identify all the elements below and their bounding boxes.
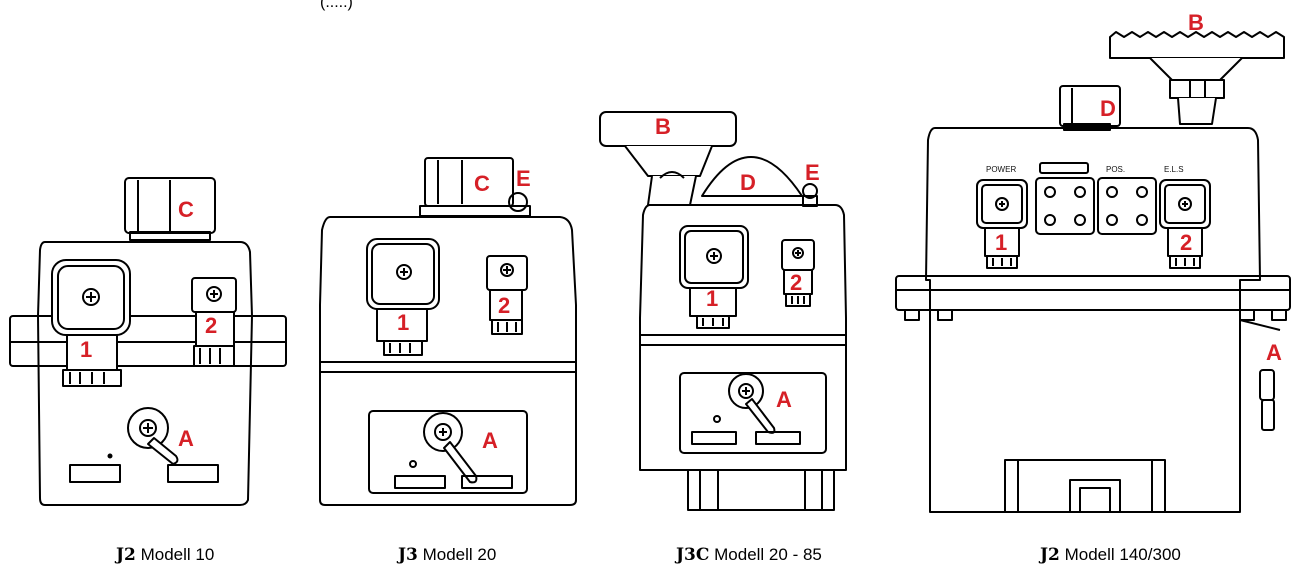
device-j3-modell-20: C E 2 1 A [319,157,577,506]
callout-1: 1 [80,337,92,362]
callout-d: D [1100,96,1116,121]
manual-override-lever [127,407,179,465]
handwheel [1109,31,1285,125]
callout-b: B [655,114,671,139]
handwheel [599,111,737,206]
housing [319,216,577,506]
blank-port-1 [1035,177,1095,235]
callout-2: 2 [1180,230,1192,255]
callout-a: A [482,428,498,453]
device-j2-modell-10: C 2 1 A [9,177,287,506]
position-indicator [1059,85,1121,131]
label-pos: POS. [1106,165,1125,174]
callout-a: A [776,387,792,412]
manual-override-lever [728,373,776,434]
flange [895,275,1291,311]
callout-e: E [516,166,531,191]
label-power: POWER [986,165,1016,174]
callout-a: A [1266,340,1282,365]
callout-c: C [178,197,194,222]
position-indicator [419,157,531,217]
housing [639,204,847,471]
blank-port-2 [1097,177,1157,235]
connector-2 [1159,179,1211,269]
caption-j2-modell-10: J2 Modell 10 [116,545,215,565]
callout-2: 2 [790,270,802,295]
callout-1: 1 [706,286,718,311]
connector-1 [51,259,131,387]
dome-indicator [701,156,818,207]
top-text-fragment: (.....) [320,0,353,11]
position-indicator [124,177,216,241]
callout-1: 1 [397,310,409,335]
callout-2: 2 [498,293,510,318]
callout-d: D [740,170,756,195]
label-els: E.L.S [1164,165,1184,174]
connector-1 [679,225,749,329]
callout-e: E [805,160,820,185]
mounting-base [687,469,835,511]
label-plate [167,464,219,483]
callout-c: C [474,171,490,196]
callout-1: 1 [995,230,1007,255]
callout-2: 2 [205,313,217,338]
caption-j3c-modell-20-85: J3C Modell 20 - 85 [676,545,822,565]
override-panel [679,372,827,454]
connector-1 [366,238,440,356]
caption-j2-modell-140-300: J2 Modell 140/300 [1040,545,1181,565]
device-j2-modell-140-300: POWER POS. E.L.S [895,10,1291,513]
manual-override-lever [423,412,478,484]
override-panel [368,410,528,494]
connector-2 [191,277,237,367]
housing [925,127,1261,513]
label-plate [69,464,121,483]
housing [37,241,253,506]
connector-2 [781,239,815,307]
connector-1 [976,179,1028,269]
connector-2 [486,255,528,335]
mounting-base [1004,459,1166,513]
device-j3c-modell-20-85: B D E 2 1 A [599,111,847,511]
callout-a: A [178,426,194,451]
callout-b: B [1188,10,1204,35]
caption-j3-modell-20: J3 Modell 20 [398,545,497,565]
